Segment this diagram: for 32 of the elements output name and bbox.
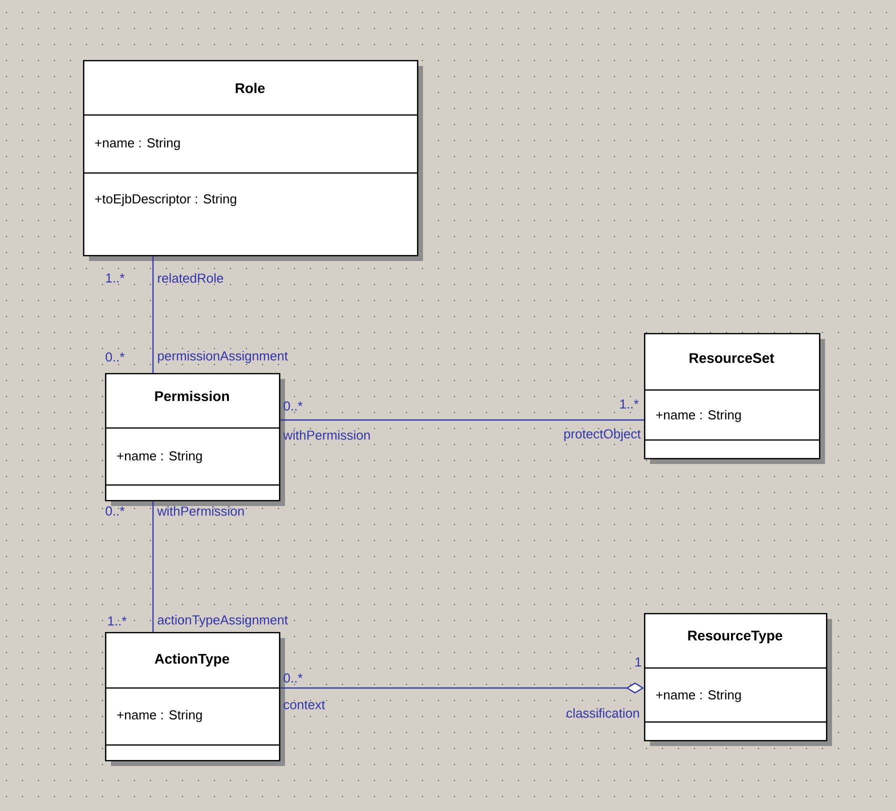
association-line [152,256,154,373]
class-name: Permission [155,390,229,402]
class-box [644,613,832,746]
attribute-text: +name : String [656,410,741,422]
class-box [83,60,423,261]
end-label: actionTypeAssignment [158,614,288,628]
class-name: Role [236,82,265,94]
class-box [644,333,826,464]
end-label: withPermission [157,506,244,516]
end-label: protectObject [564,428,641,442]
attribute-text: +name : String [95,138,180,150]
end-label: relatedRole [158,273,224,283]
attribute-text: +toEjbDescriptor : String [95,194,236,206]
end-label: permissionAssignment [158,350,288,364]
end-label: 1..* [620,400,639,408]
class-box [105,632,285,766]
end-label: withPermission [283,430,370,440]
attribute-text: +name : String [117,710,202,722]
attribute-text: +name : String [117,450,202,464]
association-line [280,419,644,421]
class-name: ResourceSet [690,353,774,363]
end-label: 1..* [106,274,125,282]
association-line [152,501,154,632]
end-label: 0..* [106,352,125,362]
class-box [105,373,285,506]
end-label: context [284,700,326,710]
class-name: ActionType [154,653,230,667]
end-label: 0..* [106,506,125,516]
attribute-text: +name : String [656,690,741,702]
end-label: 0..* [284,673,303,683]
end-label: 0..* [284,401,303,411]
class-name: ResourceType [688,630,782,644]
